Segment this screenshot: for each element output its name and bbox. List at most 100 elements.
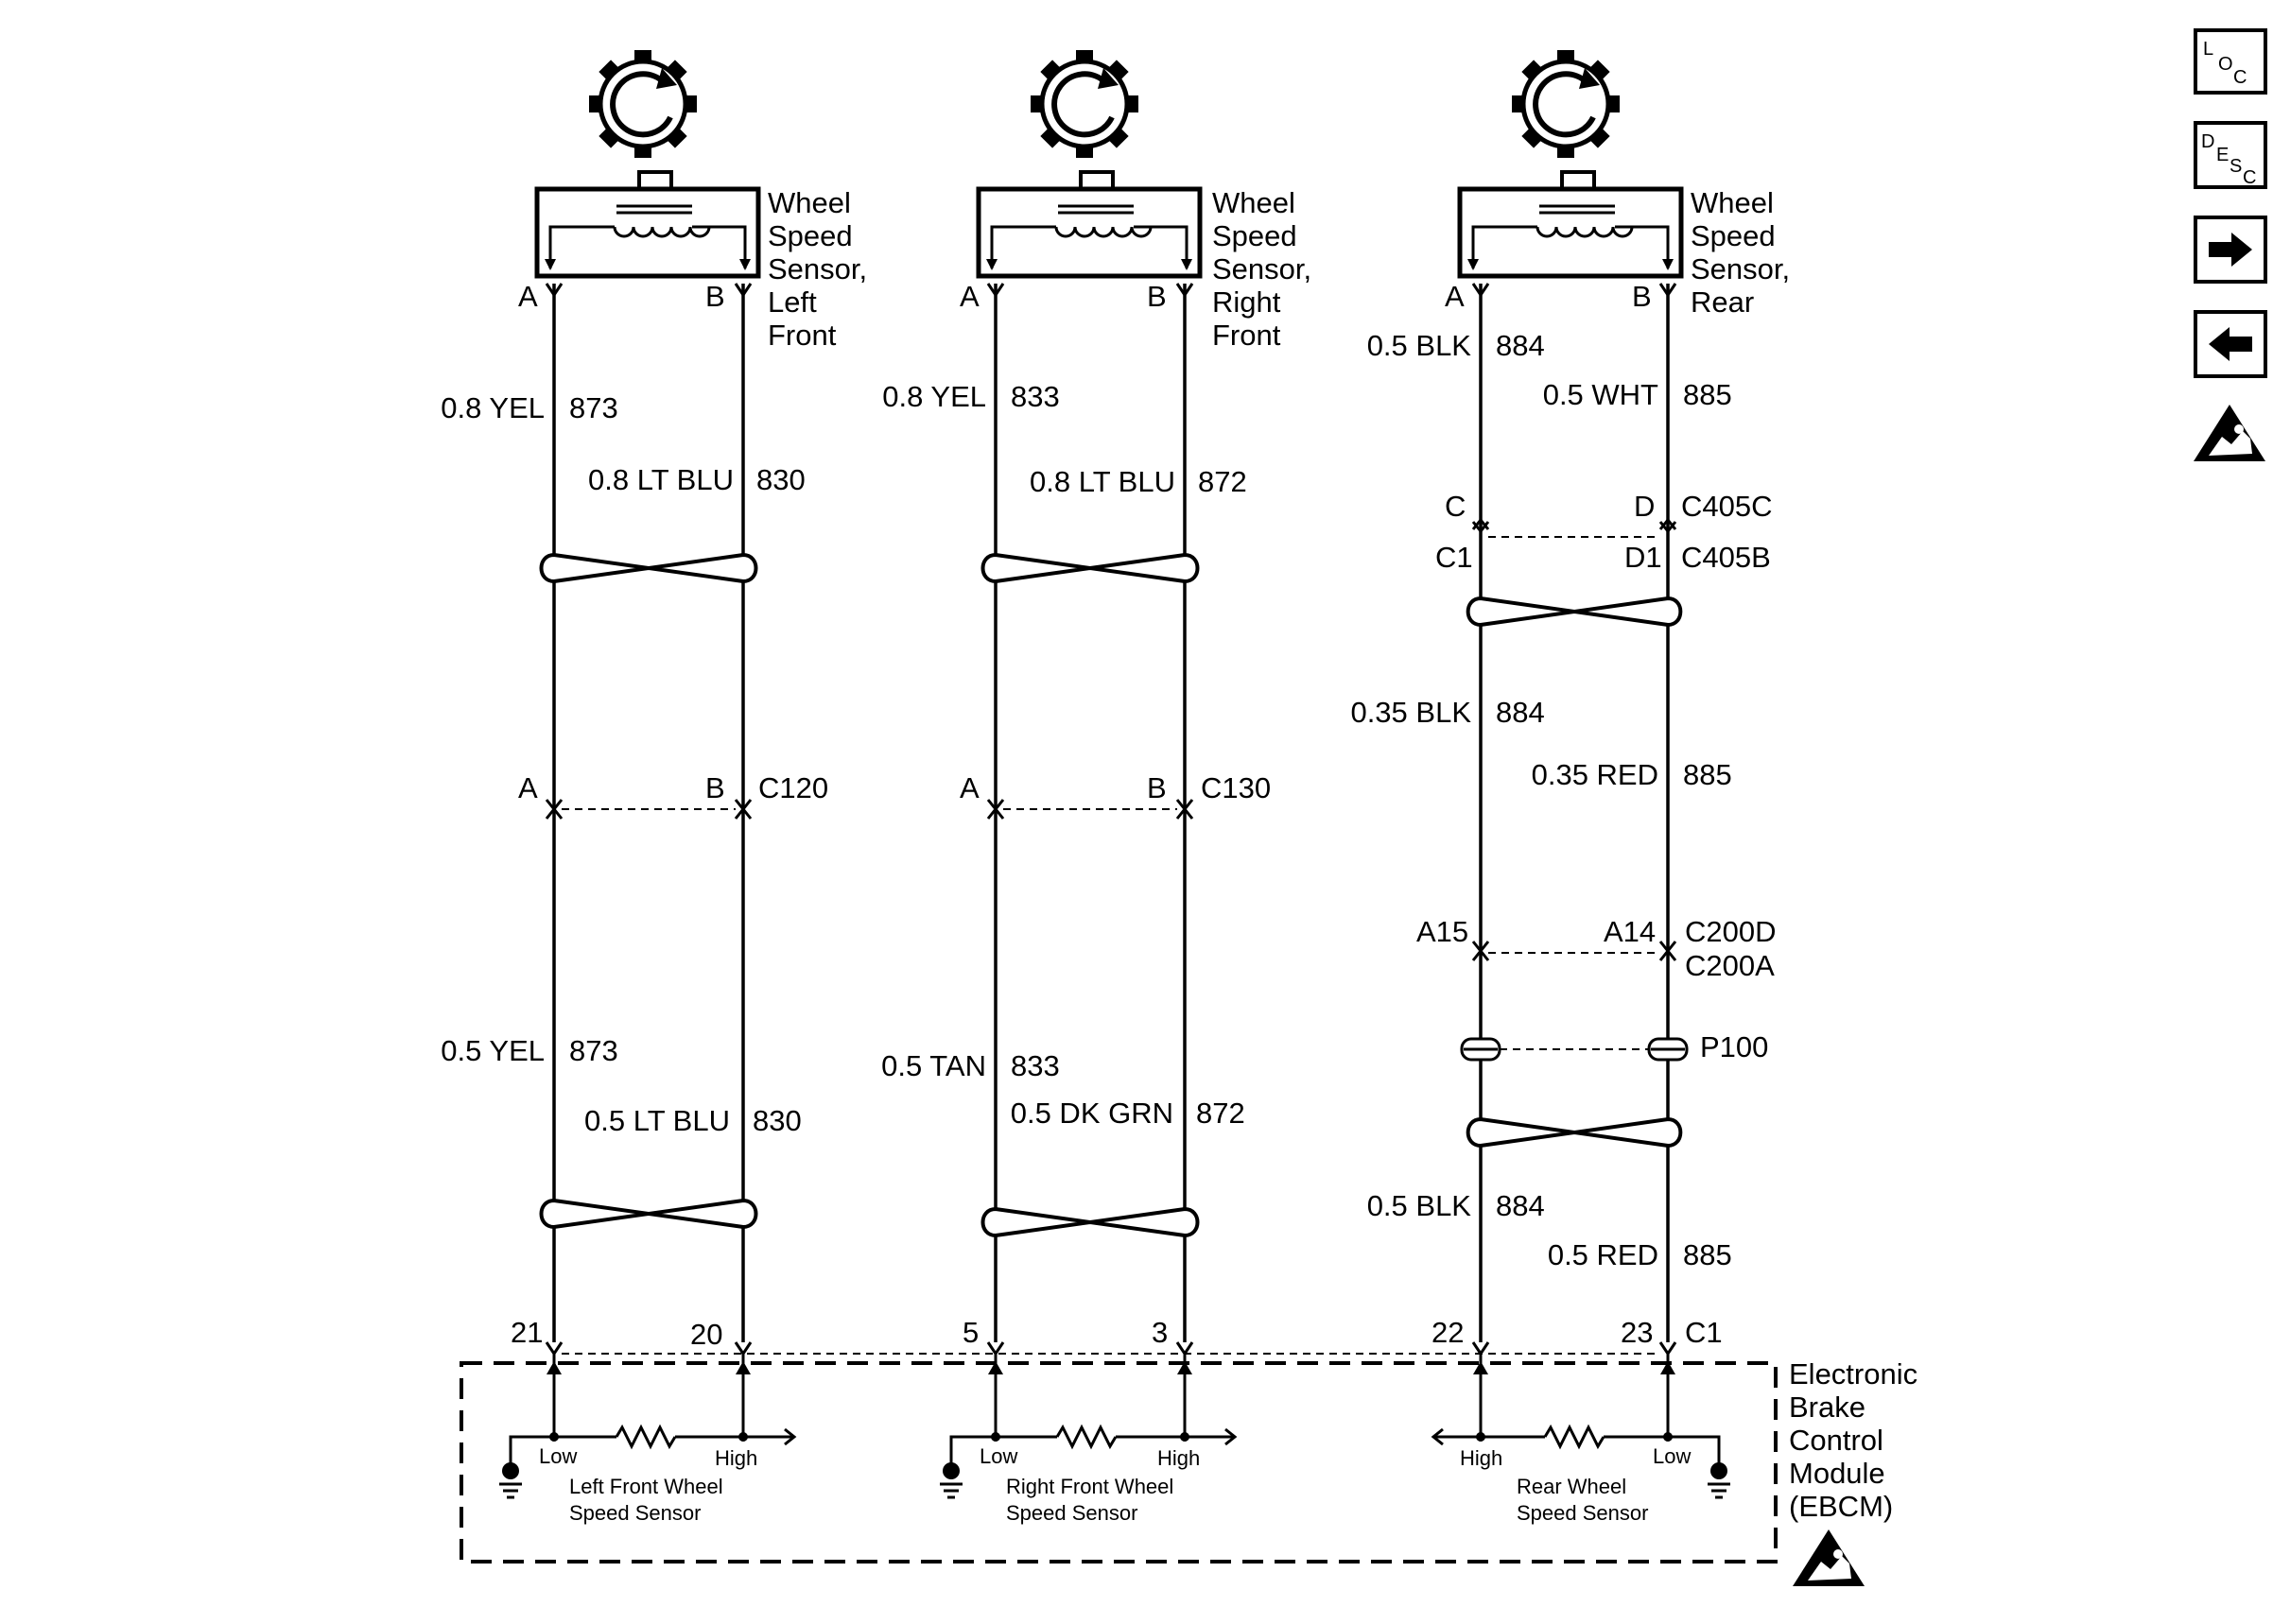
lf-upper-twisted-pair — [539, 553, 758, 583]
high-label: High — [715, 1446, 757, 1470]
lf-lower-twisted-pair — [539, 1199, 758, 1229]
wire-circuit-label: 833 — [1011, 1049, 1060, 1082]
svg-text:Left: Left — [768, 285, 817, 319]
low-label: Low — [980, 1444, 1017, 1468]
rear-sensor-box — [1460, 172, 1681, 276]
sensor-pin-forks — [545, 283, 1677, 298]
svg-text:Front: Front — [768, 319, 837, 352]
wire-color-label: 0.8 YEL — [882, 380, 986, 413]
svg-text:B: B — [1147, 771, 1167, 804]
rear-pin-a: A — [1445, 280, 1465, 313]
svg-text:Sensor,: Sensor, — [768, 252, 867, 285]
high-label: High — [1460, 1446, 1502, 1470]
svg-text:Rear Wheel: Rear Wheel — [1517, 1475, 1626, 1498]
svg-text:Speed: Speed — [1691, 219, 1776, 252]
ebcm-input-arrows — [547, 1361, 1675, 1374]
wire-circuit-label: 872 — [1196, 1097, 1245, 1130]
right-front-wheel-gear-icon — [1008, 27, 1160, 180]
svg-text:C200A: C200A — [1685, 949, 1775, 982]
svg-text:Brake: Brake — [1789, 1391, 1865, 1424]
svg-text:L: L — [2203, 39, 2213, 60]
previous-arrow-button[interactable] — [2194, 310, 2267, 378]
rf-pin-b: B — [1147, 280, 1167, 313]
ebcm-lf-sensor-label: Left Front Wheel Speed Sensor — [569, 1475, 723, 1525]
wire-circuit-label: 884 — [1496, 329, 1545, 362]
right-arrow-icon — [2209, 233, 2252, 267]
esd-warning-icon — [1793, 1529, 1865, 1586]
wire-circuit-label: 885 — [1683, 378, 1732, 411]
ebcm-rear-sensor-label: Rear Wheel Speed Sensor — [1517, 1475, 1648, 1525]
svg-text:S: S — [2230, 156, 2242, 177]
lf-pin-a: A — [518, 280, 538, 313]
wire-color-label: 0.5 WHT — [1543, 378, 1658, 411]
svg-text:Electronic: Electronic — [1789, 1357, 1917, 1391]
wire-circuit-label: 885 — [1683, 758, 1732, 791]
wire-color-label: 0.5 LT BLU — [584, 1104, 730, 1137]
connector-c130: A B C130 — [960, 771, 1271, 820]
svg-text:C: C — [2243, 167, 2256, 188]
wire-color-label: 0.8 LT BLU — [588, 463, 734, 496]
wire-circuit-label: 872 — [1198, 465, 1247, 498]
rear-lower-twisted-pair — [1466, 1117, 1683, 1148]
svg-text:C405B: C405B — [1681, 541, 1771, 574]
wire-circuit-label: 885 — [1683, 1238, 1732, 1271]
low-label: Low — [539, 1444, 577, 1468]
wire-color-label: 0.5 BLK — [1367, 329, 1472, 362]
wire-color-label: 0.5 DK GRN — [1011, 1097, 1173, 1130]
wire-lines — [552, 284, 1670, 1342]
svg-text:C1: C1 — [1685, 1316, 1723, 1349]
svg-text:23: 23 — [1621, 1316, 1653, 1349]
ground-icon — [499, 1462, 522, 1499]
description-button[interactable]: D E S C — [2194, 121, 2267, 189]
svg-text:22: 22 — [1431, 1316, 1464, 1349]
rear-upper-twisted-pair — [1466, 596, 1683, 627]
rear-pin-b: B — [1632, 280, 1652, 313]
rf-lower-twisted-pair — [980, 1207, 1200, 1237]
right-front-sensor-box — [979, 172, 1200, 276]
svg-text:E: E — [2216, 145, 2229, 165]
svg-text:Right: Right — [1212, 285, 1281, 319]
svg-text:21: 21 — [511, 1316, 543, 1349]
wire-color-label: 0.5 BLK — [1367, 1189, 1472, 1222]
svg-text:A14: A14 — [1604, 915, 1656, 948]
svg-text:Speed Sensor: Speed Sensor — [569, 1501, 701, 1525]
location-button[interactable]: L O C — [2194, 28, 2267, 95]
svg-text:Sensor,: Sensor, — [1691, 252, 1790, 285]
svg-text:Wheel: Wheel — [1691, 186, 1774, 219]
wire-circuit-label: 884 — [1496, 1189, 1545, 1222]
svg-text:P100: P100 — [1700, 1030, 1768, 1063]
svg-text:C120: C120 — [758, 771, 828, 804]
svg-text:Speed: Speed — [768, 219, 853, 252]
wire-color-label: 0.8 LT BLU — [1030, 465, 1175, 498]
wire-color-label: 0.35 RED — [1532, 758, 1658, 791]
wire-color-label: 0.8 YEL — [441, 391, 545, 424]
next-arrow-button[interactable] — [2194, 216, 2267, 284]
svg-text:C: C — [1445, 490, 1466, 523]
wire-color-label: 0.5 YEL — [441, 1034, 545, 1067]
rear-sensor-name: Wheel Speed Sensor, Rear — [1691, 186, 1790, 319]
wire-circuit-label: 873 — [569, 1034, 618, 1067]
svg-text:C1: C1 — [1435, 541, 1473, 574]
ebcm-module-outline — [460, 1361, 1778, 1564]
svg-text:Module: Module — [1789, 1457, 1885, 1490]
wire-color-label: 0.5 TAN — [881, 1049, 986, 1082]
left-arrow-icon — [2209, 327, 2252, 361]
svg-text:C130: C130 — [1201, 771, 1271, 804]
left-front-wheel-gear-icon — [566, 27, 719, 180]
wire-color-label: 0.5 RED — [1548, 1238, 1658, 1271]
svg-text:C: C — [2233, 67, 2247, 88]
svg-text:D: D — [2201, 131, 2214, 152]
junction-dots — [549, 1432, 1673, 1442]
svg-text:D: D — [1634, 490, 1655, 523]
svg-text:(EBCM): (EBCM) — [1789, 1490, 1893, 1523]
wire-circuit-label: 873 — [569, 391, 618, 424]
svg-text:Wheel: Wheel — [1212, 186, 1295, 219]
high-label: High — [1157, 1446, 1200, 1470]
rf-upper-twisted-pair — [980, 553, 1200, 583]
connector-c405: C D C405C C1 D1 C405B — [1435, 490, 1773, 574]
wire-color-label: 0.35 BLK — [1350, 696, 1471, 729]
svg-text:Wheel: Wheel — [768, 186, 851, 219]
svg-text:Control: Control — [1789, 1424, 1883, 1457]
svg-text:Left Front Wheel: Left Front Wheel — [569, 1475, 723, 1498]
svg-text:C405C: C405C — [1681, 490, 1773, 523]
